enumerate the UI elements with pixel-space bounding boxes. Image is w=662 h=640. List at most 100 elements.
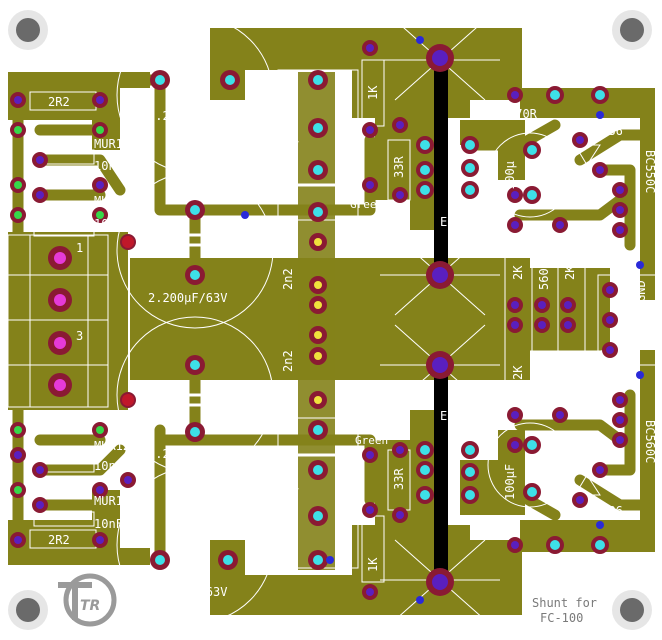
silkscreen: [7, 16, 657, 624]
pad-hole: [420, 445, 430, 455]
pad-hole: [538, 301, 546, 309]
logo: TR: [58, 573, 117, 627]
cap10n-outline-top-2: [33, 221, 95, 237]
pad-hole: [511, 541, 519, 549]
pad-hole: [511, 301, 519, 309]
terminal-outline: [7, 234, 109, 408]
pad-hole: [96, 486, 104, 494]
pad-hole: [527, 440, 537, 450]
transistor-bar-bot: [434, 363, 448, 585]
label-mur120-top-2: MUR120: [94, 194, 137, 208]
pad-hole: [396, 121, 404, 129]
pad-hole: [595, 90, 605, 100]
pad-hole: [54, 379, 66, 391]
label-cap-mid-top: 2.200µF/63V: [148, 291, 227, 305]
pad-hole: [314, 301, 322, 309]
pad-hole: [432, 357, 448, 373]
pad-hole: [366, 44, 374, 52]
pad-hole: [313, 555, 323, 565]
pad-hole: [14, 536, 22, 544]
pad-hole: [14, 451, 22, 459]
connector-outline: [597, 274, 657, 366]
pad-hole: [550, 540, 560, 550]
pad-hole: [511, 191, 519, 199]
cap-polarity-marks: [175, 62, 338, 580]
board-title-line1: Shunt for: [532, 596, 597, 610]
pad-hole: [556, 221, 564, 229]
label-33r-bot: 33R: [392, 468, 406, 490]
pad-hole: [366, 451, 374, 459]
pad-hole: [36, 156, 44, 164]
silk-text: 2.200µF/63V 2.200µF/63V 2.200µF/63V 2.20…: [48, 85, 657, 625]
pad-hole: [606, 286, 614, 294]
cap10n-outline-bot-2: [33, 511, 95, 527]
pad-hole: [313, 425, 323, 435]
pad-hole: [527, 145, 537, 155]
pad-hole: [155, 555, 165, 565]
pad-hole: [313, 511, 323, 521]
label-green-bot: Green: [355, 434, 388, 447]
pad-hole: [96, 211, 104, 219]
board-title-line2: FC-100: [540, 611, 583, 625]
label-bc-mid: BC550C: [590, 222, 603, 262]
pad-hole: [511, 441, 519, 449]
elcap-outline-bot: [487, 422, 573, 508]
pad-hole: [36, 466, 44, 474]
label-gnd: GND: [634, 280, 648, 302]
pour-center-ground: [130, 258, 610, 380]
pad-hole: [155, 75, 165, 85]
label-term-1: 1: [76, 241, 83, 255]
pad-hole: [313, 123, 323, 133]
via: [636, 371, 644, 379]
label-elcap-bot: 100µF: [503, 464, 517, 500]
pad-hole: [420, 165, 430, 175]
pad-hole: [366, 506, 374, 514]
pad-hole: [432, 50, 448, 66]
pad-hole: [366, 126, 374, 134]
label-conn-pin1: 1: [626, 277, 633, 291]
via: [596, 521, 604, 529]
pad-hole: [96, 126, 104, 134]
pad-hole: [511, 321, 519, 329]
pad-hole: [366, 588, 374, 596]
label-560r-1: 560R: [537, 260, 551, 290]
pad-hole: [606, 346, 614, 354]
pour-right-block-top: [460, 120, 525, 180]
zener-outline-top: [574, 144, 601, 166]
label-470r-top: 470R: [508, 107, 538, 121]
label-10nf-bot-1: 10nF: [94, 459, 123, 473]
label-2r2-bot: 2R2: [48, 533, 70, 547]
cap-outline-mid-bot: [116, 316, 274, 474]
pad-hole: [54, 252, 66, 264]
pad-hole: [420, 185, 430, 195]
pad-hole: [314, 396, 322, 404]
label-cap-mid-bot: 2.200µF/63V: [148, 447, 227, 461]
pad-hole: [511, 91, 519, 99]
pad-hole: [465, 490, 475, 500]
label-2n2-1: 2n2: [281, 268, 295, 290]
heatsink-bars: [434, 55, 448, 585]
label-conn-pin3: 3: [626, 341, 633, 355]
pad-hole: [14, 426, 22, 434]
pad-hole: [616, 416, 624, 424]
pad-hole: [432, 267, 448, 283]
pad-hole: [596, 166, 604, 174]
pad-hole: [96, 181, 104, 189]
pad-hole: [396, 511, 404, 519]
pad-hole: [564, 301, 572, 309]
pad-red: [122, 394, 134, 406]
pour-right-top: [520, 88, 655, 300]
pad-hole: [550, 90, 560, 100]
label-green-top: Green: [350, 198, 383, 211]
pad-hole: [313, 465, 323, 475]
pad-hole: [420, 465, 430, 475]
label-bc-bot: BC560C: [643, 420, 657, 463]
label-10nf-bot-2: 10nF: [94, 517, 123, 531]
via: [596, 111, 604, 119]
label-term-3: 3: [76, 329, 83, 343]
zener-outline-bot: [574, 474, 601, 496]
pad-hole: [396, 191, 404, 199]
pad-hole: [465, 445, 475, 455]
pad-hole: [432, 574, 448, 590]
pad-hole: [14, 181, 22, 189]
